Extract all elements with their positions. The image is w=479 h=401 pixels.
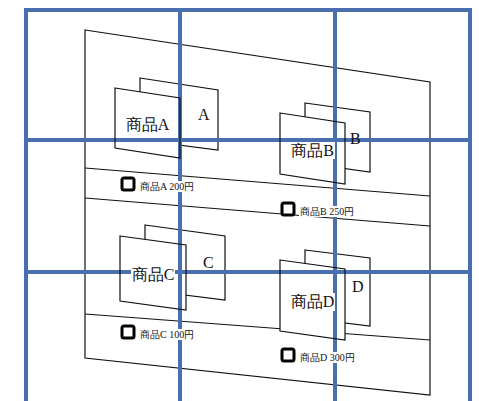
- select-button: [122, 178, 134, 190]
- product-name: 商品B: [290, 142, 335, 160]
- card-border: [120, 236, 186, 310]
- product-card: 商品C: [120, 236, 186, 310]
- back-card-letter: D: [352, 278, 364, 296]
- select-button: [122, 326, 134, 338]
- price-label: 商品D 300円: [299, 352, 356, 363]
- grid-line: [178, 10, 182, 401]
- shelf-line: [85, 198, 430, 226]
- price-label: 商品B 250円: [299, 206, 355, 217]
- price-label: 商品A 200円: [139, 181, 195, 192]
- select-button: [282, 349, 294, 361]
- product-card: 商品A: [115, 88, 180, 158]
- price-label: 商品C 100円: [139, 329, 195, 340]
- product-card: 商品B: [280, 113, 345, 184]
- grid-line: [26, 270, 470, 274]
- back-card-letter: A: [198, 106, 210, 124]
- product-card: 商品D: [280, 260, 345, 340]
- card-border: [280, 260, 345, 340]
- product-name: 商品D: [290, 293, 336, 311]
- back-card-letter: C: [203, 254, 214, 272]
- product-name: 商品C: [131, 266, 176, 284]
- select-button: [282, 203, 294, 215]
- card-border: [115, 88, 180, 158]
- front-card-fill: [115, 88, 180, 158]
- grid-line: [26, 138, 470, 142]
- card-border: [280, 113, 345, 184]
- product-name: 商品A: [125, 116, 171, 134]
- back-card-letter: B: [350, 130, 361, 148]
- grid-frame: [26, 10, 470, 401]
- shelf-line: [85, 168, 430, 196]
- display-panel: [85, 30, 430, 395]
- shelf-line: [85, 314, 430, 340]
